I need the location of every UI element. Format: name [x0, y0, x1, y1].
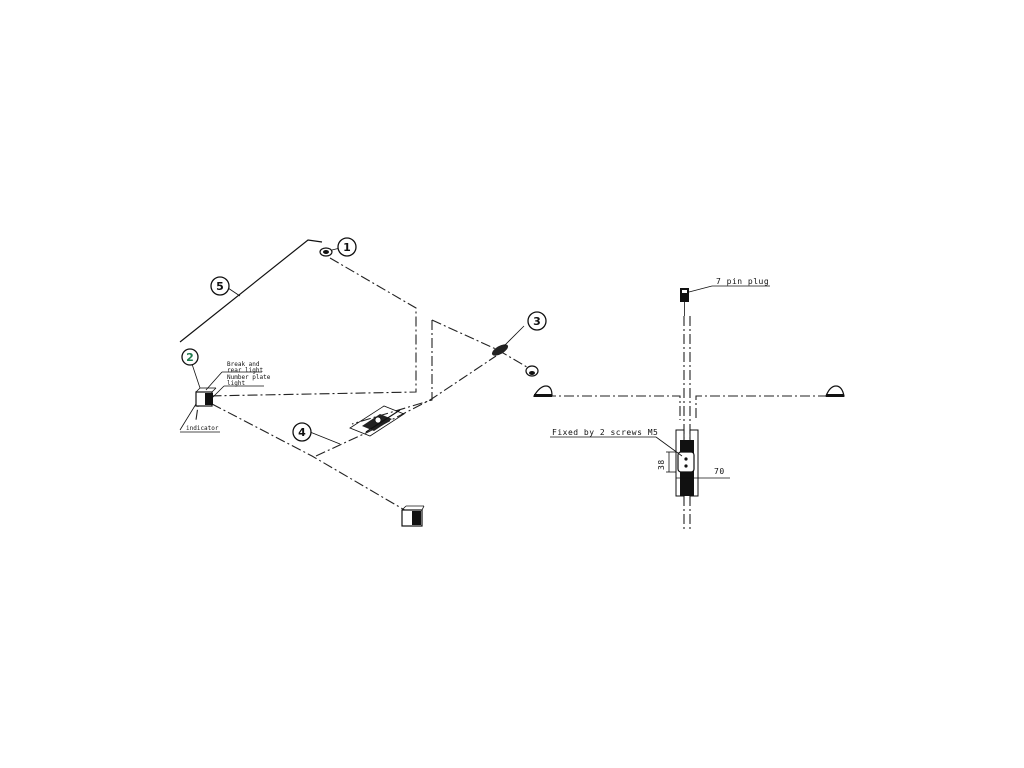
label-fixed-by: Fixed by 2 screws M5: [552, 428, 658, 437]
dimension-70: 70: [714, 467, 725, 476]
callout-4-label: 4: [298, 426, 306, 439]
dimension-38: 38: [657, 459, 666, 470]
front-view: 7 pin plug Fixed by 2 screws M: [532, 277, 845, 530]
label-number-plate-1: Number plate: [227, 374, 271, 381]
callout-5-label: 5: [216, 280, 224, 293]
marker-lamp-right: [525, 365, 539, 377]
rear-light-cluster-right: [401, 505, 425, 527]
harness-lower-diagonal: [211, 403, 409, 513]
callout-5: [210, 276, 230, 296]
cable-5: [179, 239, 323, 343]
harness-to-connector: [431, 319, 499, 351]
horizontal-cable-left: [546, 395, 681, 420]
label-number-plate-2: light: [227, 380, 245, 387]
harness-right-loop: [351, 320, 433, 425]
label-indicator: indicator: [186, 425, 219, 432]
junction-box: [349, 405, 405, 437]
horizontal-cable-right: [695, 395, 828, 420]
callout-1-label: 1: [343, 241, 351, 254]
label-brake-rear-1: Break and: [227, 361, 260, 368]
seven-pin-plug: [680, 288, 689, 316]
lamp-left: [532, 385, 553, 397]
callout-2: [181, 348, 199, 366]
lamp-right: [825, 385, 845, 397]
callout-3: [527, 311, 547, 331]
marker-lamp-1: [319, 247, 333, 257]
callout-4: [292, 422, 312, 442]
isometric-view: 1 5 2 3 4 Break and rear light Number pl…: [179, 237, 547, 527]
junction-module-front: [677, 451, 695, 473]
callout-3-label: 3: [533, 315, 541, 328]
label-brake-rear-2: rear light: [227, 367, 264, 374]
callout-2-label: 2: [186, 351, 194, 364]
callout-1: [337, 237, 357, 257]
rear-light-cluster-left: [195, 387, 217, 407]
harness-to-lamp-right: [497, 349, 533, 371]
harness-upper: [205, 257, 417, 397]
harness-main-diagonal: [315, 355, 497, 457]
plug-connector: [491, 325, 525, 356]
label-seven-pin-plug: 7 pin plug: [716, 277, 769, 286]
